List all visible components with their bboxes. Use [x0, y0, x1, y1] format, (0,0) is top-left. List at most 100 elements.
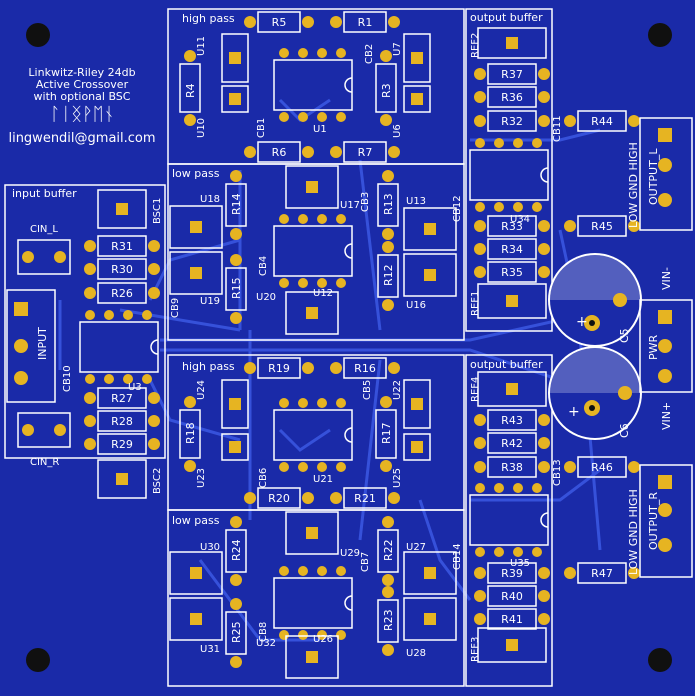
label-u30: U30	[200, 542, 220, 553]
resistor-r15: R15	[225, 254, 247, 324]
component-block	[285, 291, 339, 335]
resistor-r28: R28	[84, 410, 160, 432]
cin-r-block: CIN_R	[17, 412, 71, 468]
label-u20: U20	[256, 292, 276, 303]
svg-text:+: +	[568, 404, 580, 420]
label-u29: U29	[340, 548, 360, 559]
title-line-2: Active Crossover	[36, 78, 129, 91]
label-r43: R43	[501, 414, 523, 427]
component-block	[221, 33, 249, 83]
resistor-r23: R23	[377, 586, 399, 656]
resistor-r12: R12	[377, 241, 399, 311]
label-ref4: REF4	[470, 377, 481, 402]
svg-text:+: +	[576, 314, 588, 330]
label-u7: U7	[392, 42, 403, 56]
label-r39: R39	[501, 567, 523, 580]
label-ref1: REF1	[470, 291, 481, 316]
label-bsc1: BSC1	[152, 198, 163, 224]
label-r24: R24	[230, 539, 243, 561]
label-r37: R37	[501, 68, 523, 81]
component-block	[285, 511, 339, 555]
label-u12: U12	[313, 288, 333, 299]
section-title-high-pass-bot: high pass	[182, 360, 235, 373]
label-u1: U1	[313, 124, 327, 135]
section-title-low-pass-top: low pass	[172, 167, 220, 180]
input-connector: INPUT	[6, 289, 56, 403]
component-block	[285, 635, 339, 679]
label-ref3: REF3	[470, 637, 481, 662]
resistor-r14: R14	[225, 170, 247, 240]
component-block	[169, 597, 223, 641]
label-r32: R32	[501, 115, 523, 128]
label-r19: R19	[268, 362, 290, 375]
label-u25: U25	[392, 468, 403, 488]
section-title-input-buffer: input buffer	[12, 187, 77, 200]
label-cin-r: CIN_R	[30, 457, 59, 468]
component-block	[403, 433, 431, 461]
label-r26: R26	[111, 287, 133, 300]
component-block	[477, 283, 547, 319]
label-vin-plus: VIN+	[660, 402, 673, 430]
label-r28: R28	[111, 415, 133, 428]
label-cb6: CB6	[258, 468, 269, 488]
resistor-r22: R22	[377, 516, 399, 586]
section-title-output-buffer-bot: output buffer	[470, 358, 543, 371]
label-cb4: CB4	[258, 256, 269, 276]
label-r44: R44	[591, 115, 613, 128]
pwr-connector: PWR VIN- VIN+	[639, 267, 693, 430]
label-r6: R6	[272, 146, 287, 159]
output-l-connector: OUTPUT_L LOW GND HIGH	[627, 117, 693, 231]
label-r5: R5	[272, 16, 287, 29]
label-r4: R4	[184, 83, 197, 98]
resistor-r33: R33	[474, 215, 550, 237]
label-r33: R33	[501, 220, 523, 233]
component-block	[477, 371, 547, 407]
resistor-r17: R17	[375, 396, 397, 472]
label-r40: R40	[501, 590, 523, 603]
label-r42: R42	[501, 437, 523, 450]
component-block	[169, 251, 223, 295]
resistor-r16: R16	[330, 357, 400, 379]
label-cb8: CB8	[258, 622, 269, 642]
label-cb9: CB9	[170, 298, 181, 318]
label-pwr: PWR	[647, 334, 660, 360]
label-input: INPUT	[36, 327, 49, 360]
label-r46: R46	[591, 461, 613, 474]
label-u18: U18	[200, 194, 220, 205]
resistor-r20: R20	[244, 487, 314, 509]
title-line-1: Linkwitz-Riley 24db	[28, 66, 135, 79]
ic-u26	[273, 566, 353, 640]
label-low-gnd-high-2: LOW GND HIGH	[627, 489, 640, 575]
resistor-r26: R26	[84, 282, 160, 304]
title-block: Linkwitz-Riley 24db Active Crossover wit…	[8, 66, 155, 146]
component-block	[477, 27, 547, 59]
label-bsc2: BSC2	[152, 468, 163, 494]
label-r3: R3	[380, 83, 393, 98]
resistor-r4: R4	[179, 50, 201, 126]
label-r7: R7	[358, 146, 373, 159]
ic-u35	[469, 483, 549, 557]
label-cb3: CB3	[360, 192, 371, 212]
mounting-holes	[26, 23, 672, 672]
cin-l-block: CIN_L	[17, 224, 71, 275]
label-r23: R23	[382, 609, 395, 631]
label-u23: U23	[196, 468, 207, 488]
resistor-r7: R7	[330, 141, 400, 163]
section-title-high-pass-top: high pass	[182, 12, 235, 25]
ic-u21	[273, 398, 353, 472]
ic-u3	[79, 310, 159, 384]
label-r16: R16	[354, 362, 376, 375]
label-u31: U31	[200, 644, 220, 655]
section-frames	[4, 8, 553, 687]
label-cb1: CB1	[256, 118, 267, 138]
resistor-r35: R35	[474, 261, 550, 283]
label-ref2: REF2	[470, 33, 481, 58]
ic-u34	[469, 138, 549, 212]
section-titles: input buffer high pass low pass high pas…	[12, 11, 543, 527]
label-cin-l: CIN_L	[30, 224, 58, 235]
label-r27: R27	[111, 392, 133, 405]
label-r25: R25	[230, 621, 243, 643]
